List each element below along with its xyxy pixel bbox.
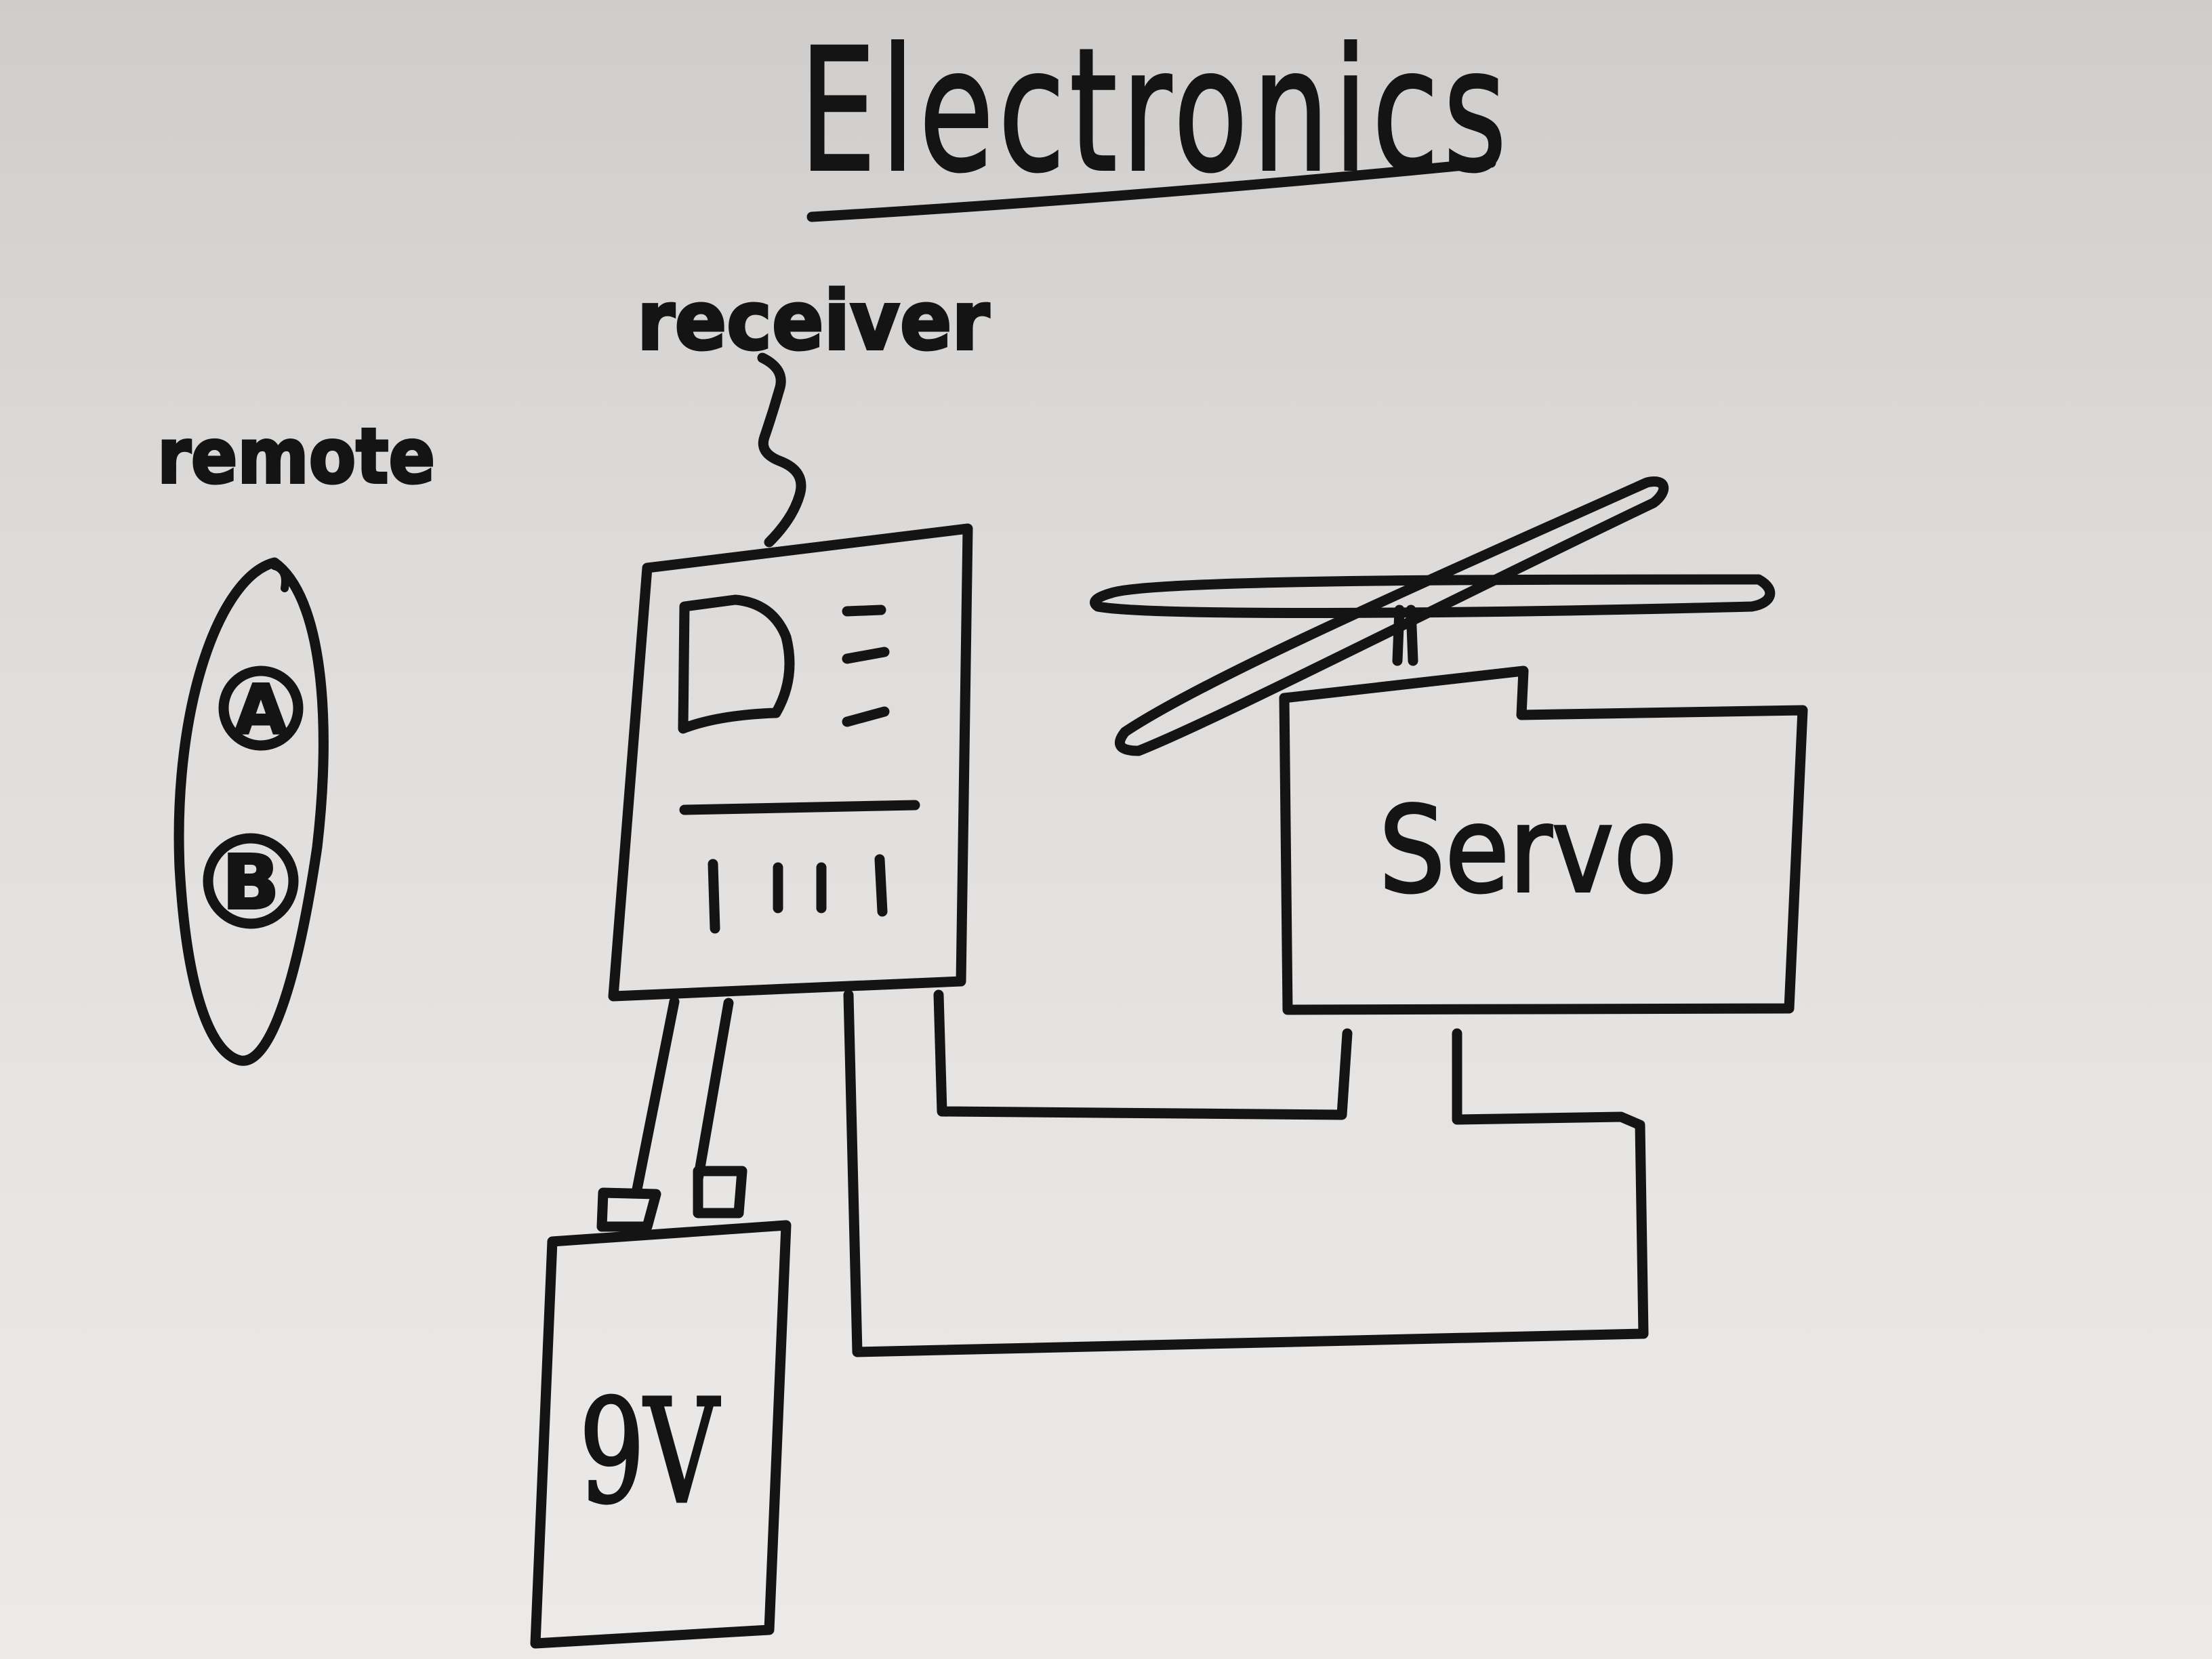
battery-body [530, 1220, 792, 1649]
receiver-divider [679, 800, 920, 815]
remote-body [173, 557, 329, 1066]
wire-battery-2 [693, 998, 734, 1185]
wire-servo-power [843, 989, 1649, 1357]
battery-label: 9V [579, 1369, 720, 1535]
receiver-label: receiver [637, 274, 989, 369]
battery-terminal-1 [596, 1187, 661, 1232]
title-underline [806, 157, 1496, 222]
receiver-chip [678, 594, 795, 734]
remote-antenna [270, 562, 289, 592]
button-a-label: A [234, 670, 287, 750]
servo-body [1279, 665, 1808, 1015]
receiver-mark-2 [842, 647, 890, 664]
remote-label: remote [157, 413, 435, 501]
servo-label: Servo [1379, 782, 1677, 920]
receiver-pin-4 [874, 854, 888, 917]
button-a-outline [218, 665, 304, 751]
propeller-blade-straight [1090, 574, 1776, 618]
diagram-title: Electronics [800, 12, 1511, 209]
receiver-pin-1 [708, 859, 720, 934]
receiver-mark-3 [842, 706, 890, 727]
button-b-outline [203, 833, 299, 929]
remote-button-a[interactable]: A [218, 665, 304, 751]
receiver-box [608, 523, 973, 1002]
receiver-antenna [757, 352, 806, 548]
remote-button-b[interactable]: B [203, 833, 299, 929]
wire-battery-1 [632, 996, 680, 1195]
button-b-label: B [222, 839, 279, 926]
battery-terminal-2 [693, 1166, 747, 1218]
receiver-mark-1 [842, 605, 886, 617]
propeller-blade-angled [1115, 476, 1669, 756]
wire-servo-signal [933, 989, 1353, 1120]
